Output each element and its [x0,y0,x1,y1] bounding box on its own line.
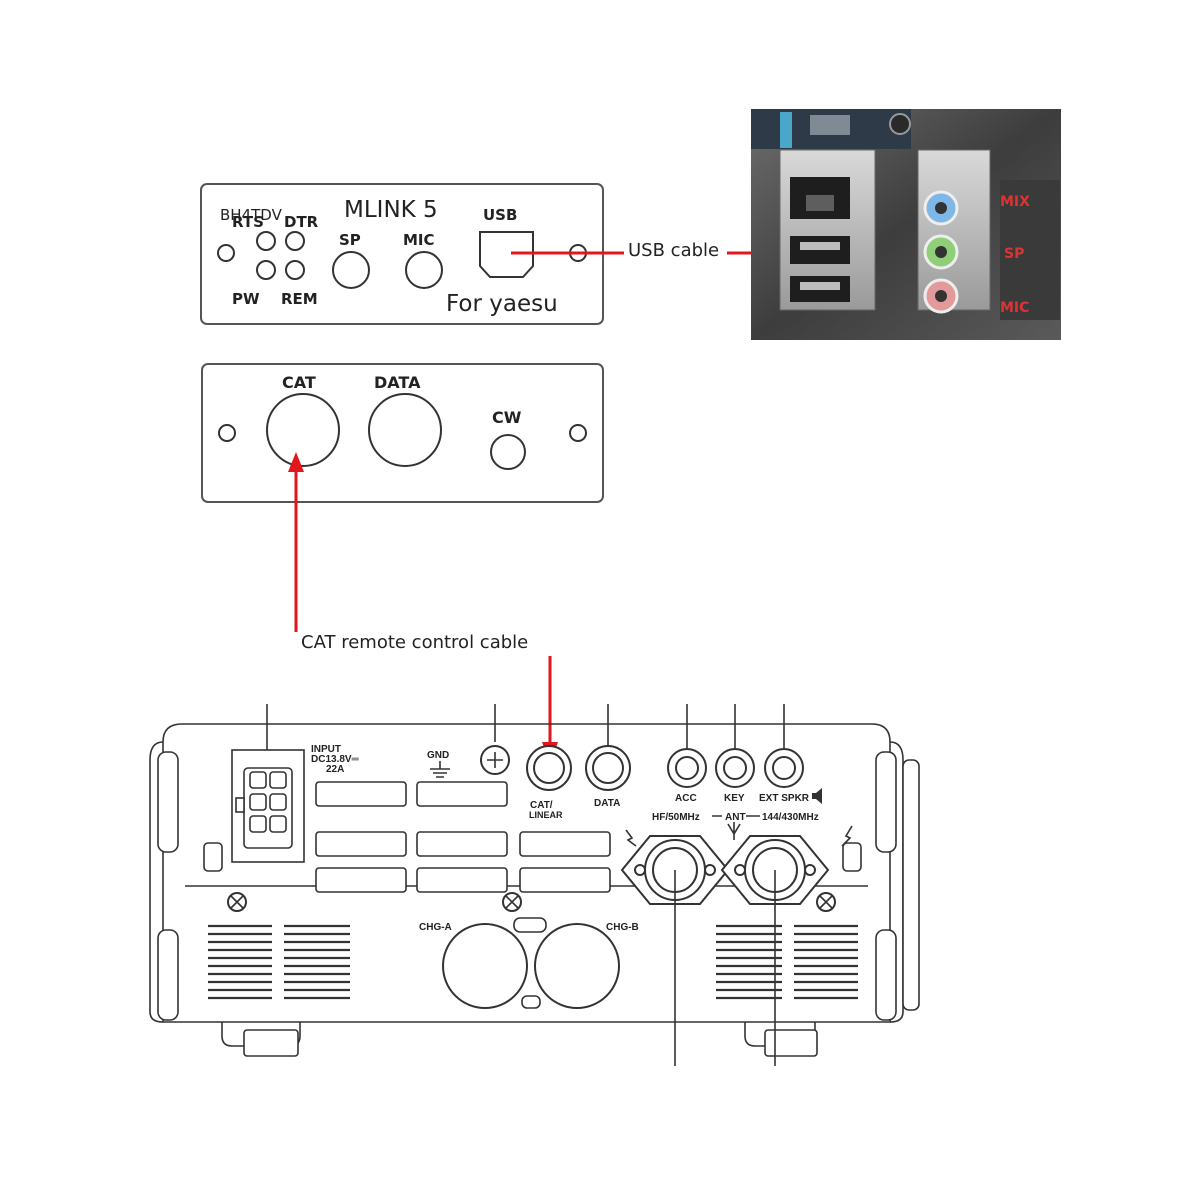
vent-grille-right [716,924,858,1000]
gnd-label: GND [427,750,449,761]
rem-label: REM [281,290,318,308]
chg-a-fan-icon [442,923,528,1009]
ground-symbol-icon [430,761,450,778]
rts-led-icon [256,231,276,251]
audio-label-mic: MIC [1000,300,1029,316]
mount-hole-right-2 [569,424,587,442]
motherboard-photo: MIX SP MIC [751,109,1061,340]
mlink-bottom-panel: CAT DATA CW [201,363,604,503]
input-label: INPUT [311,744,341,755]
data-label: DATA [374,373,421,392]
audio-label-mix: MIX [1000,194,1030,210]
usb-port-icon [479,231,534,278]
device-title: MLINK 5 [344,197,438,223]
ant-label: ANT [725,812,746,823]
pw-label: PW [232,290,260,308]
vhf-label: 144/430MHz [762,812,819,823]
pw-led-icon [256,260,276,280]
usb-label: USB [483,206,517,224]
chg-b-label: CHG-B [606,922,639,933]
sp-jack-icon [332,251,370,289]
input-current-label: 22A [326,764,344,775]
dtr-label: DTR [284,213,319,231]
mic-label: MIC [403,231,435,249]
audio-label-sp: SP [1004,246,1024,262]
speaker-icon [812,788,822,804]
cat-cable-label: CAT remote control cable [301,632,528,653]
watermark-text: BH4TDV [220,206,283,224]
chg-b-fan-icon [534,923,620,1009]
data-port-icon [368,393,442,467]
cw-port-icon [490,434,526,470]
chg-a-label: CHG-A [419,922,452,933]
acc-label: ACC [675,793,697,804]
cat-arrowhead-up-icon [288,452,304,472]
input-voltage-label: DC13.8V═ [311,754,360,765]
cat-linear-label: CAT/ [530,800,553,811]
usb-cable-label: USB cable [628,240,719,261]
antenna-symbol-icon [712,815,760,840]
mount-hole-left-2 [218,424,236,442]
cat-label: CAT [282,373,316,392]
key-label: KEY [724,793,745,804]
rem-led-icon [285,260,305,280]
hf-label: HF/50MHz [652,812,700,823]
vent-grille-left [208,924,350,1000]
rts-label: RTS [232,213,264,231]
cw-label: CW [492,408,522,427]
mlink-top-panel: BH4TDV RTS DTR MLINK 5 USB SP MIC PW REM… [200,183,604,325]
vhf-bolt-icon [841,825,853,847]
sp-label: SP [339,231,361,249]
cat-port-icon [266,393,340,467]
radio-rear-panel: INPUT DC13.8V═ 22A GND CAT/ LINEAR DATA [149,704,920,1066]
mic-jack-icon [405,251,443,289]
hf-bolt-icon [625,829,637,847]
device-subtitle: For yaesu [446,291,558,317]
mount-hole-left [217,244,235,262]
dtr-led-icon [285,231,305,251]
ext-spkr-label: EXT SPKR [759,793,810,804]
radio-data-label: DATA [594,798,620,809]
cat-linear-label-2: LINEAR [529,810,563,820]
